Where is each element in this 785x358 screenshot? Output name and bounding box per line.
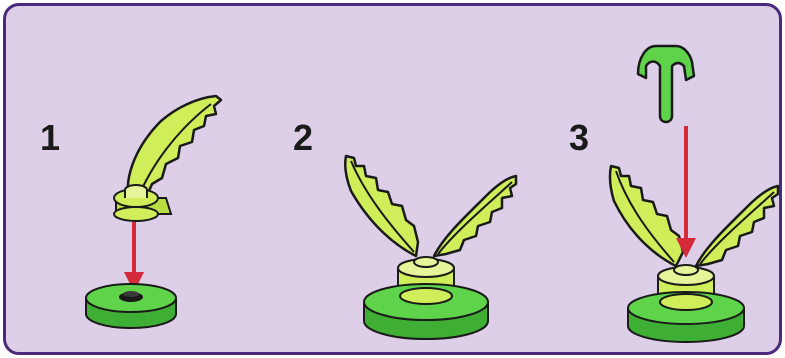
- step-1-leaf-attach-icon: [76, 86, 236, 346]
- instructions-panel: 1 2: [3, 3, 782, 355]
- step-2-double-leaf-icon: [326, 136, 526, 346]
- step-2-number: 2: [293, 120, 313, 156]
- step-1-number: 1: [40, 120, 60, 156]
- step-3-number: 3: [569, 120, 589, 156]
- step-3-tool-insert-icon: [606, 36, 785, 346]
